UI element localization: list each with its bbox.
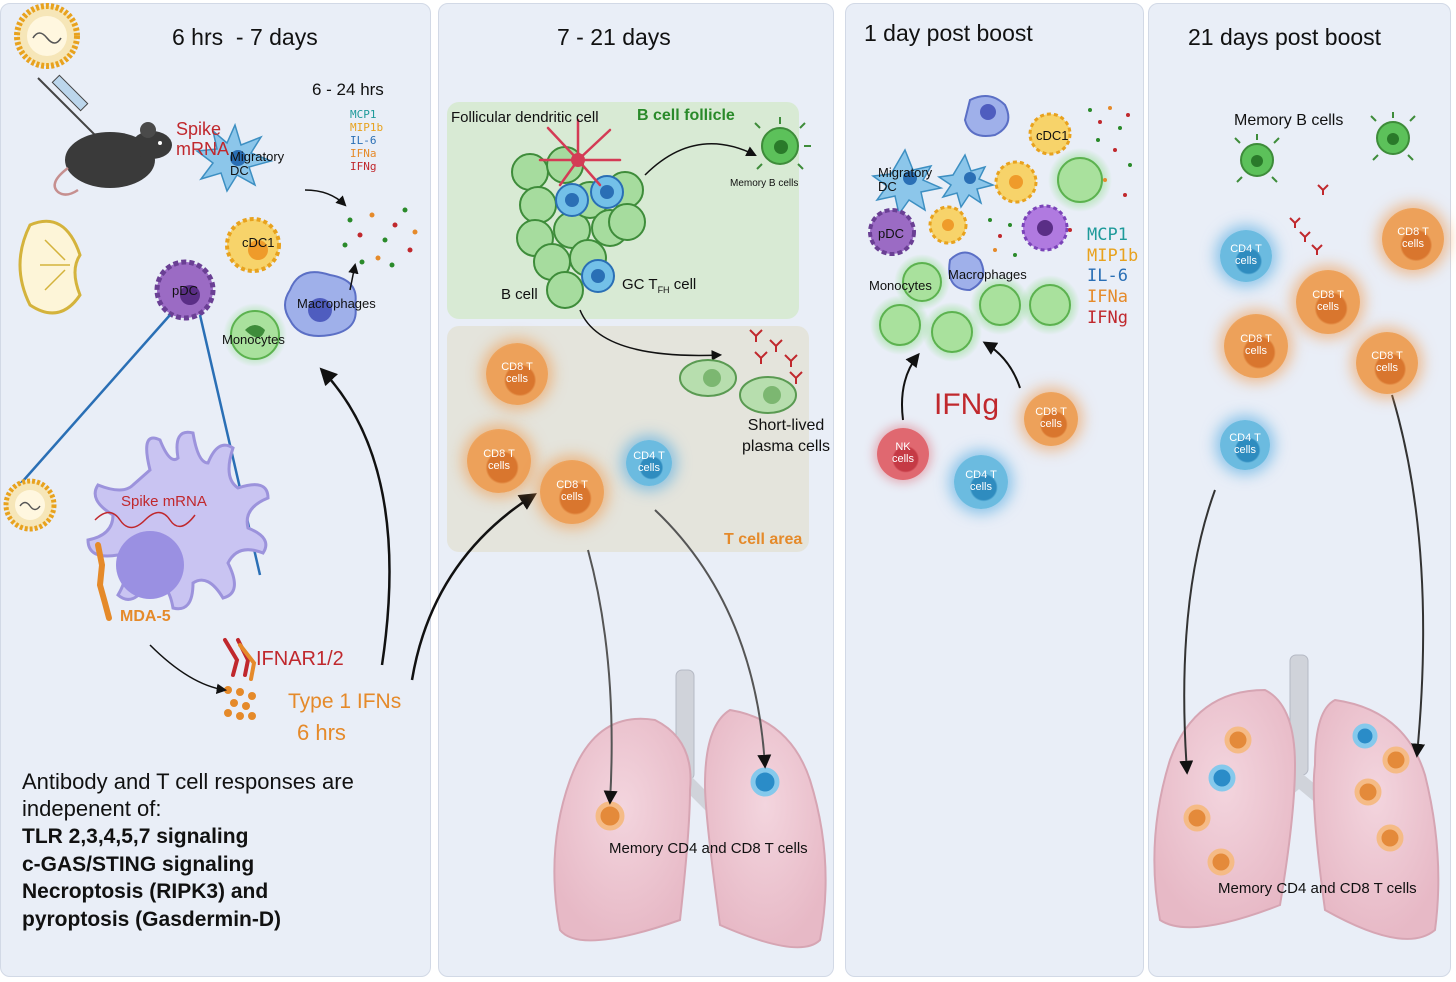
cd8-t-cell: CD8 T cells	[1224, 314, 1288, 378]
p2-gc-tfh-label: GC TFH cell	[622, 276, 696, 295]
p4-memory-t-label: Memory CD4 and CD8 T cells	[1218, 880, 1417, 897]
panel3-title: 1 day post boost	[864, 20, 1033, 46]
lipid-nanoparticle-icon	[14, 3, 80, 69]
p2-b-cell-label: B cell	[501, 286, 538, 303]
cytokine-il6: IL-6	[350, 134, 377, 147]
cd8-t-cell: CD8 T cells	[1024, 392, 1078, 446]
p1-cell-spike-mrna-label: Spike mRNA	[121, 493, 207, 510]
p1-cdc1-label: cDC1	[242, 235, 275, 250]
b-cell-cluster	[511, 146, 646, 309]
p3-macrophages-label: Macrophages	[948, 267, 1027, 282]
memory-b-cell-icon	[754, 117, 811, 170]
p2-memory-b-label: Memory B cells	[730, 178, 799, 189]
cd8-t-cell: CD8 T cells	[486, 343, 548, 405]
cytokine-ifng: IFNg	[350, 160, 377, 173]
lungs-icon-p4	[1153, 654, 1440, 940]
cdc1-icon	[225, 217, 281, 273]
p1-ifnar-label: IFNAR1/2	[256, 648, 344, 670]
cd8-t-cell: CD8 T cells	[540, 460, 604, 524]
lipid-nanoparticle-icon-2	[3, 478, 57, 532]
cd4-t-cell: CD4 T cells	[1220, 420, 1270, 470]
p4-antibody-icons	[1289, 184, 1329, 255]
cytokine-ifna: IFNa	[1087, 287, 1128, 308]
cd4-t-cell: CD4 T cells	[626, 440, 672, 486]
cytokine-mip1b: MIP1b	[350, 121, 384, 134]
p2-t-area-label: T cell area	[724, 531, 803, 548]
cytokine-ifna: IFNa	[350, 147, 377, 160]
footer-item: c-GAS/STING signaling	[22, 852, 255, 876]
large-pdc-cell-icon	[86, 430, 270, 621]
cd8-t-cell: CD8 T cells	[1382, 208, 1444, 270]
cell-text: cell	[669, 276, 697, 293]
p2-b-follicle-label: B cell follicle	[637, 107, 735, 124]
p3-cdc1-label: cDC1	[1036, 128, 1069, 143]
p1-macrophages-label: Macrophages	[297, 296, 376, 311]
p1-migratory-dc-label: Migratory DC	[230, 149, 285, 179]
p3-monocytes-label: Monocytes	[869, 278, 932, 293]
cd8-t-cell: CD8 T cells	[467, 429, 531, 493]
cytokine-mcp1: MCP1	[350, 108, 377, 121]
cd8-t-cell: CD8 T cells	[1356, 332, 1418, 394]
p3-pdc-label: pDC	[878, 226, 905, 241]
p1-footer-intro: Antibody and T cell responses are indepe…	[22, 769, 354, 821]
cytokine-dots-p3	[988, 106, 1132, 257]
p3-cells	[868, 95, 1112, 362]
footer-item: Necroptosis (RIPK3) and	[22, 880, 269, 903]
p2-plasma-label: Short-lived plasma cells	[742, 417, 831, 455]
cytokine-mip1b: MIP1b	[1087, 245, 1139, 266]
gc-t-text: GC T	[622, 276, 658, 293]
p2-memory-t-label: Memory CD4 and CD8 T cells	[609, 840, 808, 857]
footer-item: TLR 2,3,4,5,7 signaling	[22, 825, 249, 848]
cd8-t-cell: CD8 T cells	[1296, 270, 1360, 334]
p1-subtitle-hours: 6 - 24 hrs	[312, 80, 384, 99]
p2-fdc-label: Follicular dendritic cell	[451, 109, 599, 126]
cytokine-ifng: IFNg	[1087, 307, 1128, 328]
macrophage-icon	[284, 271, 357, 337]
p1-spike-mrna-label: Spike mRNA	[176, 119, 229, 159]
monocyte-icon	[223, 303, 287, 367]
p1-monocytes-label: Monocytes	[222, 332, 285, 347]
p1-type1-ifns-label: Type 1 IFNs	[288, 690, 402, 713]
lymph-node-icon	[18, 219, 82, 315]
pdc-icon	[154, 259, 216, 321]
p1-mda5-label: MDA-5	[120, 608, 171, 625]
antibody-icons	[749, 329, 803, 384]
fh-subscript: FH	[657, 285, 670, 295]
p1-pdc-label: pDC	[172, 283, 199, 298]
cd4-t-cell: CD4 T cells	[1220, 230, 1272, 282]
panel1-title: 6 hrs - 7 days	[172, 24, 318, 50]
follicular-dendritic-cell-icon	[538, 118, 622, 187]
p3-migratory-dc-label: Migratory DC	[878, 165, 933, 195]
plasma-cell-icons	[679, 359, 797, 414]
nk-cell: NK cells	[877, 428, 929, 480]
p1-six-hrs-label: 6 hrs	[297, 720, 346, 745]
p1-footer-list: TLR 2,3,4,5,7 signaling c-GAS/STING sign…	[22, 823, 281, 933]
type1-ifn-dots	[224, 686, 256, 720]
p1-cytokine-list: MCP1 MIP1b IL-6 IFNa IFNg	[350, 108, 383, 173]
panel4-title: 21 days post boost	[1188, 24, 1382, 50]
ifnar-receptor-icon	[223, 638, 257, 681]
panel2-title: 7 - 21 days	[557, 24, 671, 50]
cd4-t-cell: CD4 T cells	[954, 455, 1008, 509]
p4-memory-b-cells	[1234, 112, 1416, 183]
footer-item: pyroptosis (Gasdermin-D)	[22, 907, 282, 931]
cytokine-mcp1: MCP1	[1087, 225, 1128, 245]
lungs-icon	[553, 669, 827, 949]
p3-ifng-label: IFNg	[934, 388, 1000, 421]
cytokine-il6: IL-6	[1087, 266, 1128, 287]
migratory-dc-icon	[195, 122, 274, 193]
p3-cytokine-list: MCP1 MIP1b IL-6 IFNa IFNg	[1087, 225, 1138, 329]
cytokine-dots-p1	[342, 207, 418, 268]
p4-memory-b-label: Memory B cells	[1234, 112, 1344, 129]
syringe-icon	[37, 74, 96, 136]
mouse-icon	[53, 122, 172, 196]
